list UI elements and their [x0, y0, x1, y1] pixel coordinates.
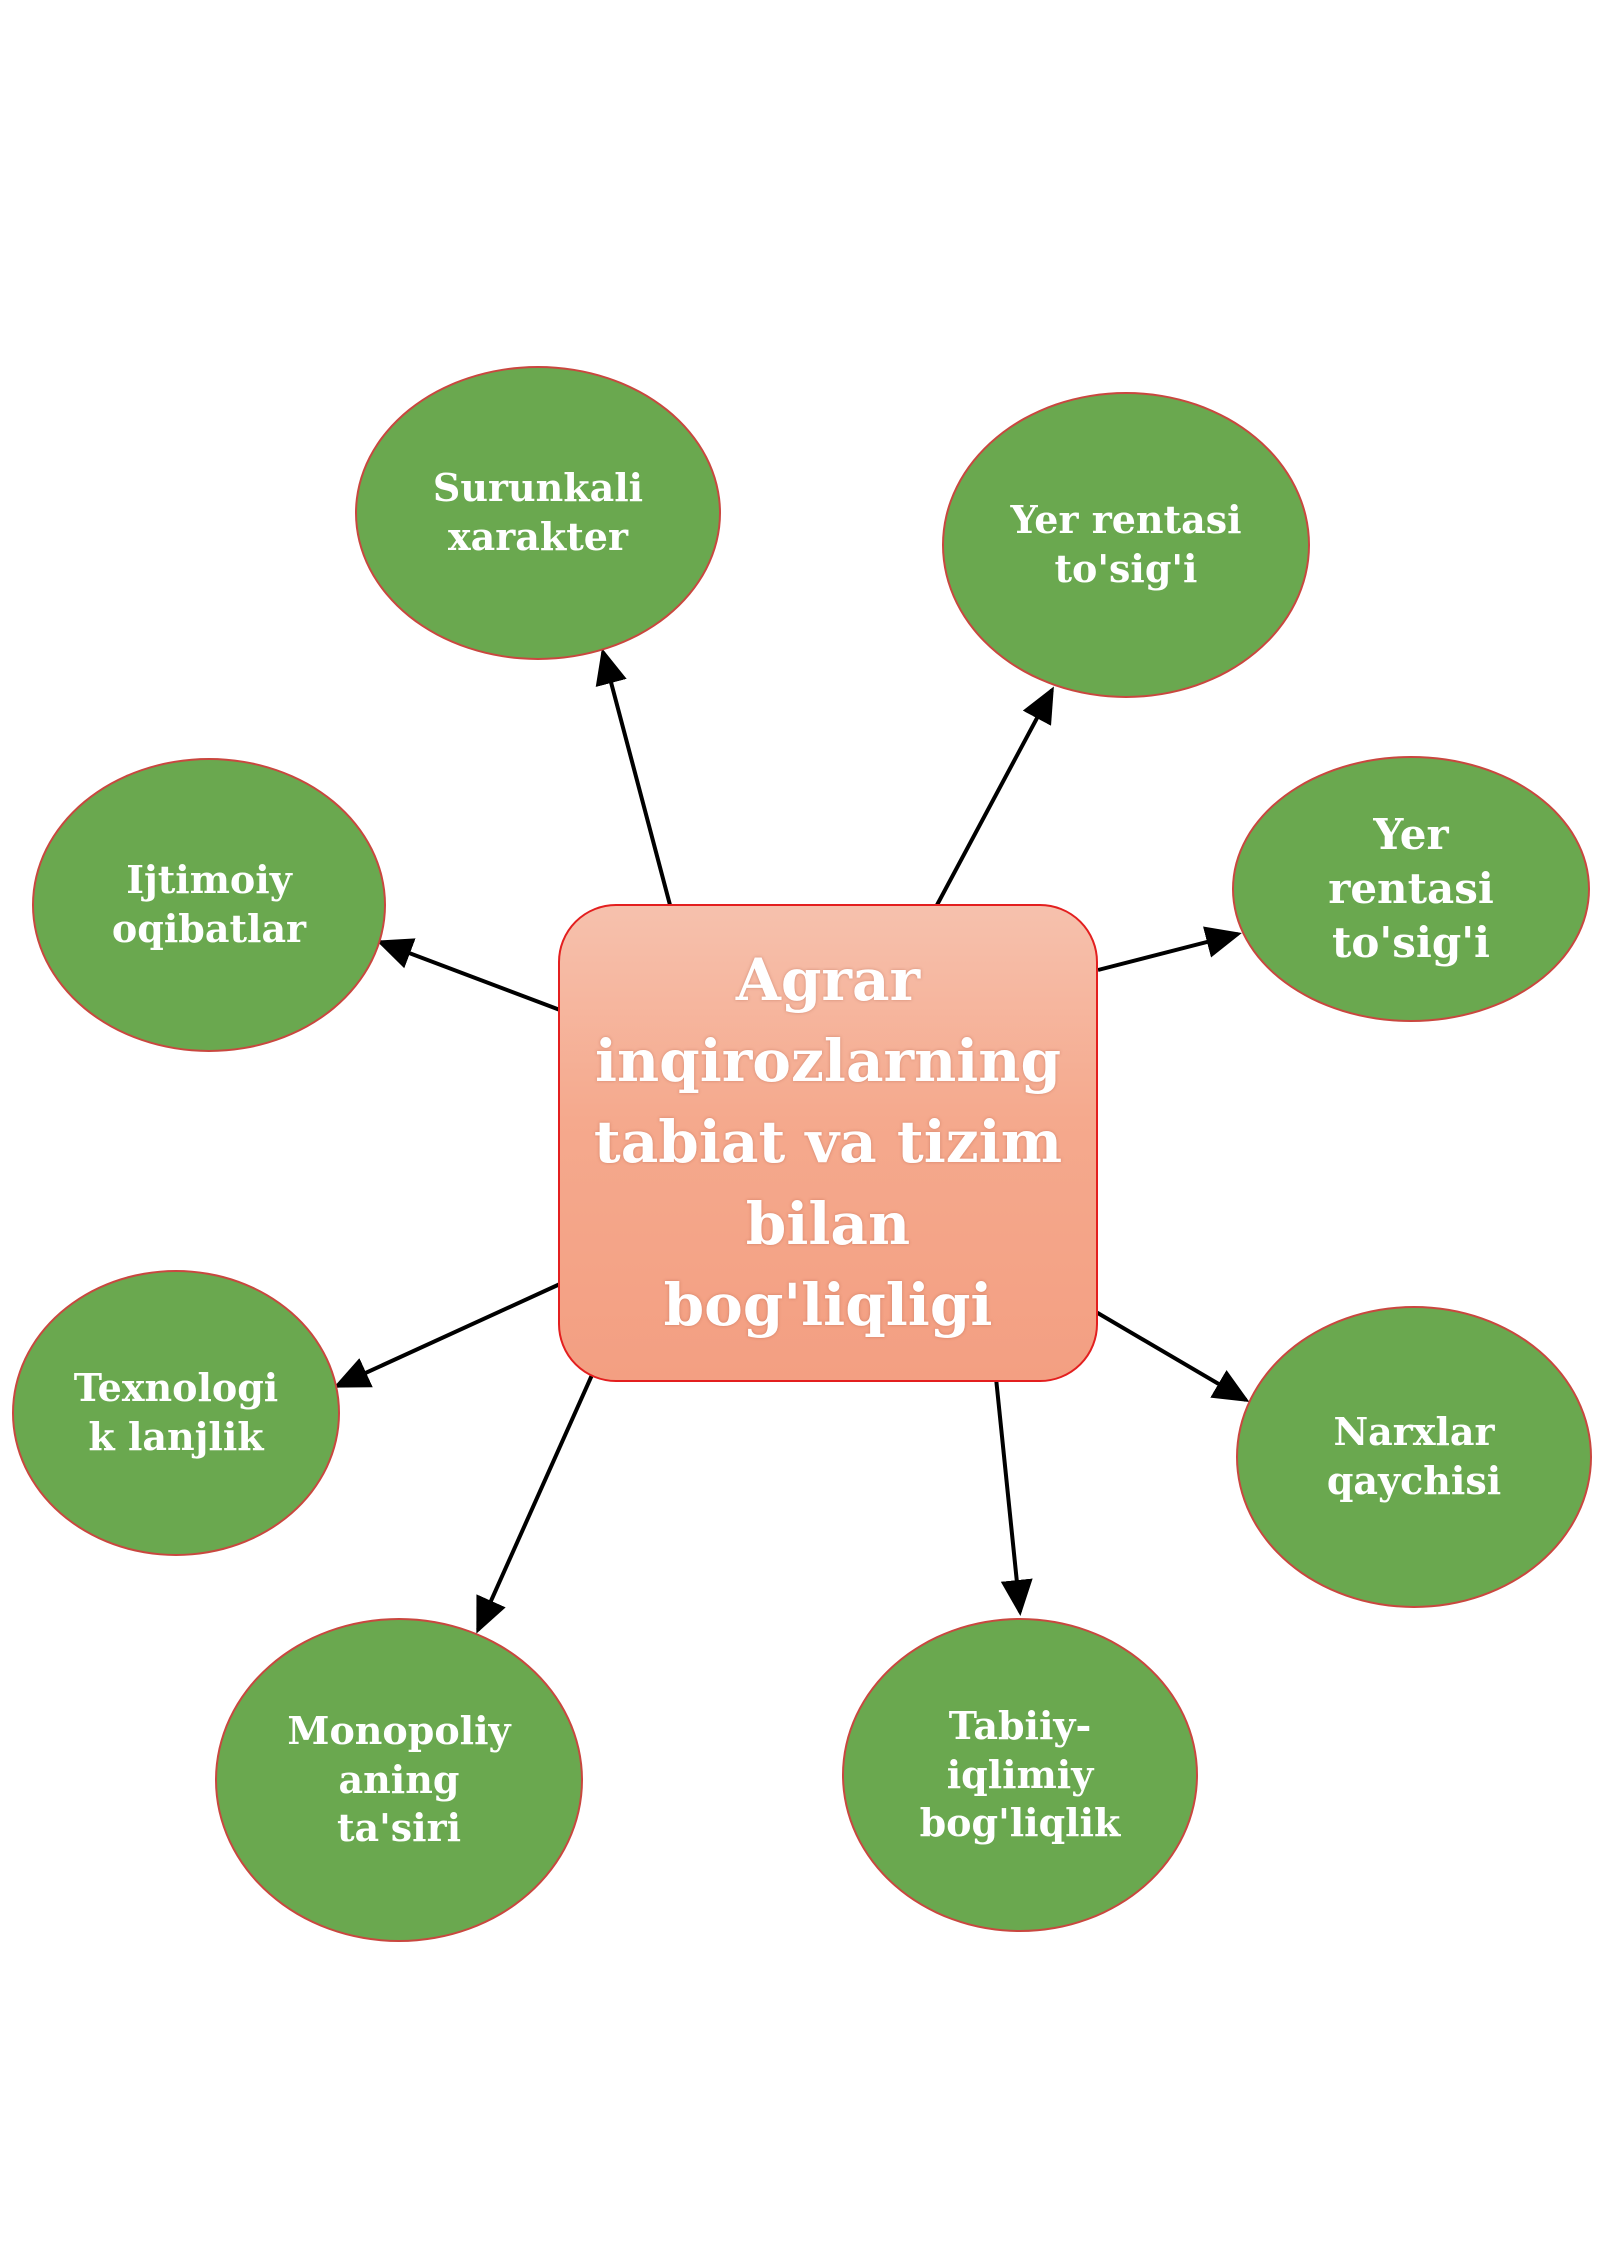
node-surunkali-xarakter: Surunkali xarakter — [355, 366, 721, 660]
arrow-to-monopoliy — [476, 1365, 598, 1634]
node-narxlar-qaychisi: Narxlar qaychisi — [1236, 1306, 1592, 1608]
arrow-to-texnologik — [333, 1282, 561, 1388]
arrow-to-ijtimoiy — [376, 938, 561, 1012]
arrow-to-surunkali — [595, 648, 672, 906]
arrow-to-yer-rentasi-2 — [1097, 926, 1242, 972]
node-yer-rentasi-1: Yer rentasi to'sig'i — [942, 392, 1310, 698]
node-tabiiy-iqlimiy: Tabiiy- iqlimiy bog'liqlik — [842, 1618, 1198, 1932]
node-texnologik-lanjlik: Texnologi k lanjlik — [12, 1270, 340, 1556]
arrow-to-tabiiy — [994, 1377, 1033, 1616]
node-monopoliya-tasiri: Monopoliy aning ta'siri — [215, 1618, 583, 1942]
arrow-to-narxlar — [1094, 1310, 1250, 1403]
node-yer-rentasi-2: Yer rentasi to'sig'i — [1232, 756, 1590, 1022]
arrow-to-yer-rentasi-1 — [935, 686, 1054, 906]
node-ijtimoiy-oqibatlar: Ijtimoiy oqibatlar — [32, 758, 386, 1052]
central-topic-label: Agrar inqirozlarning tabiat va tizim bil… — [593, 946, 1063, 1339]
central-topic-box: Agrar inqirozlarning tabiat va tizim bil… — [558, 904, 1098, 1382]
